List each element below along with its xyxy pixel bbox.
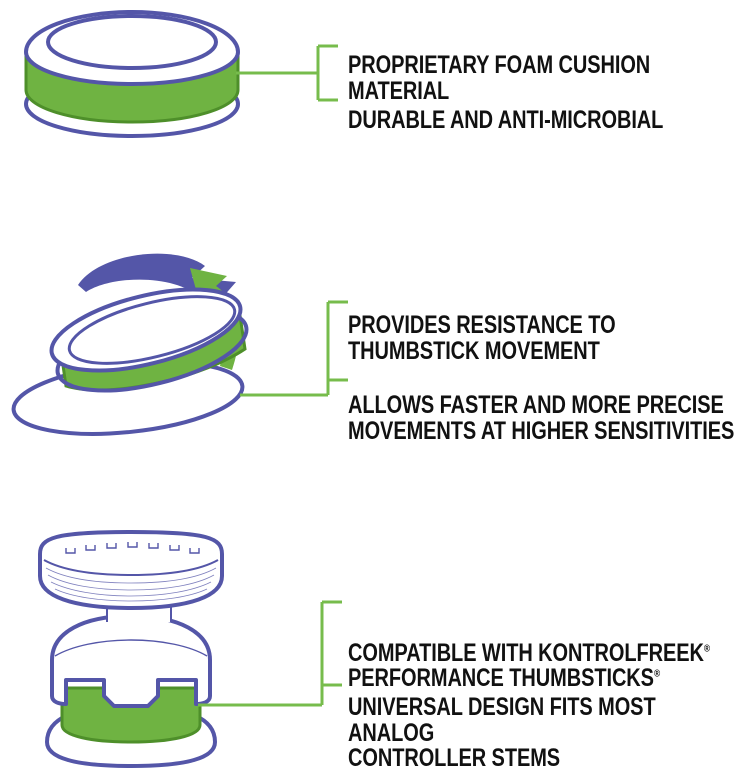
feature-group-foam-cushion: PROPRIETARY FOAM CUSHION MATERIAL DURABL…: [0, 0, 738, 230]
feature-text-line: UNIVERSAL DESIGN FITS MOST ANALOG CONTRO…: [348, 693, 656, 772]
registered-trademark-icon: ®: [653, 667, 661, 680]
grip-lower-body-contour: [54, 639, 208, 657]
feature-group-resistance: PROVIDES RESISTANCE TO THUMBSTICK MOVEME…: [0, 230, 738, 520]
grip-green-band: [60, 686, 202, 744]
grip-cap-dimples: [65, 542, 200, 554]
grip-top-cap: [38, 529, 224, 611]
illustration-thumbstick-grip-cross-section-on-stem: [0, 520, 300, 769]
grip-lower-body-cross-section: [50, 614, 212, 708]
purple-rotation-arrow: [78, 253, 236, 315]
feature-text-segment: PERFORMANCE THUMBSTICKS: [348, 664, 654, 692]
feature-text-line: COMPATIBLE WITH KONTROLFREEK® PERFORMANC…: [348, 615, 738, 692]
illustration-thumbstick-grip-top-view: [0, 0, 300, 200]
grip-top-cap-inner-rim: [43, 559, 219, 577]
feature-text-line: DURABLE AND ANTI-MICROBIAL: [348, 106, 664, 134]
grip-cap-texture-hatching: [45, 567, 217, 602]
grip-top-inner-rim: [67, 295, 237, 365]
feature-text-line: ALLOWS FASTER AND MORE PRECISE MOVEMENTS…: [348, 391, 735, 445]
feature-text-line: PROVIDES RESISTANCE TO THUMBSTICK MOVEME…: [348, 311, 616, 365]
illustration-thumbstick-grip-tilted-with-rotation-arrows: [0, 230, 320, 480]
registered-trademark-icon: ®: [703, 642, 711, 655]
feature-text-line: PROPRIETARY FOAM CUSHION MATERIAL: [348, 51, 651, 105]
feature-group-compatibility: COMPATIBLE WITH KONTROLFREEK® PERFORMANC…: [0, 520, 738, 771]
grip-top-rim: [46, 14, 218, 70]
feature-text-segment: COMPATIBLE WITH KONTROLFREEK: [348, 638, 704, 667]
